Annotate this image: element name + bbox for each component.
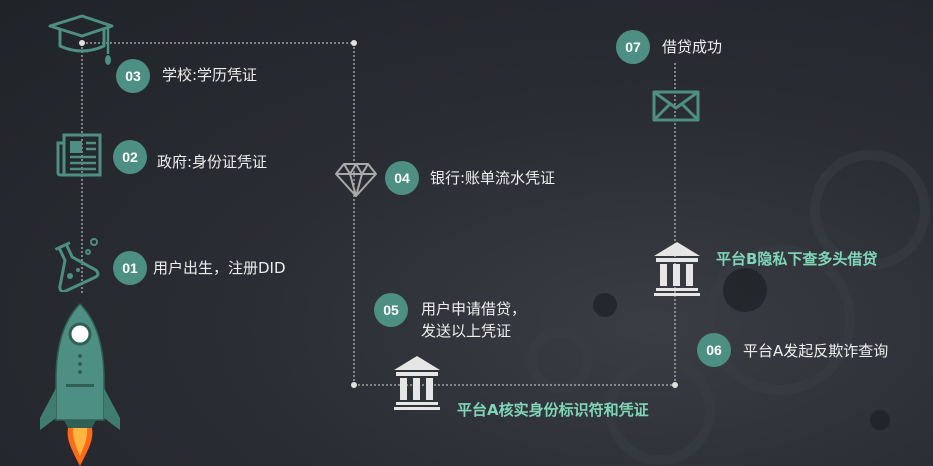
step-label-03: 学校:学历凭证	[162, 66, 258, 84]
step-label-06: 平台A发起反欺诈查询	[743, 342, 889, 360]
flask-icon	[54, 238, 100, 292]
step-label-04: 银行:账单流水凭证	[430, 169, 556, 187]
platform-a-verify-label: 平台A核实身份标识符和凭证	[457, 401, 649, 419]
step-label-05-line1: 用户申请借贷，	[421, 300, 527, 318]
bank-icon	[654, 242, 700, 296]
step-badge-06: 06	[697, 333, 731, 367]
step-label-02: 政府:身份证凭证	[157, 153, 268, 171]
envelope-icon	[652, 90, 700, 122]
step-label-01: 用户出生，注册DID	[153, 259, 286, 277]
newspaper-icon	[56, 133, 102, 177]
step-label-05-line2: 发送以上凭证	[421, 322, 512, 340]
step-badge-07: 07	[616, 30, 650, 64]
graduation-cap-icon	[48, 14, 114, 65]
step-badge-05: 05	[374, 293, 408, 327]
step-badge-01: 01	[113, 251, 147, 285]
bank-icon	[394, 356, 440, 410]
step-badge-03: 03	[116, 59, 150, 93]
step-badge-02: 02	[113, 140, 147, 174]
step-badge-04: 04	[385, 161, 419, 195]
rocket-icon	[40, 302, 120, 466]
platform-b-query-label: 平台B隐私下查多头借贷	[716, 250, 878, 268]
step-label-07: 借贷成功	[662, 38, 723, 56]
diamond-icon	[335, 163, 377, 197]
